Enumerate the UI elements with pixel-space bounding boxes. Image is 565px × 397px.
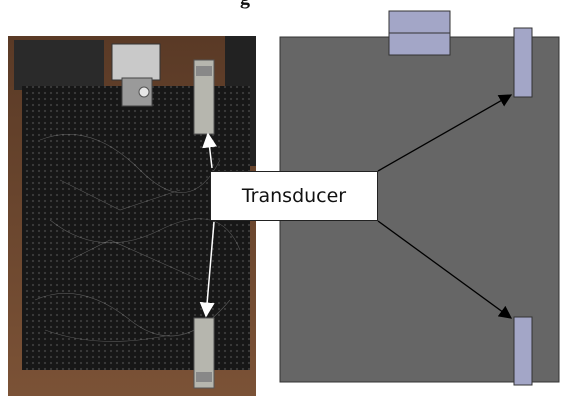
transducer-label-text: Transducer xyxy=(242,185,346,207)
transducer-label: Transducer xyxy=(210,171,378,221)
transducer-bottom xyxy=(514,317,532,385)
perforated-board xyxy=(22,86,250,370)
transducer-top xyxy=(514,28,532,97)
